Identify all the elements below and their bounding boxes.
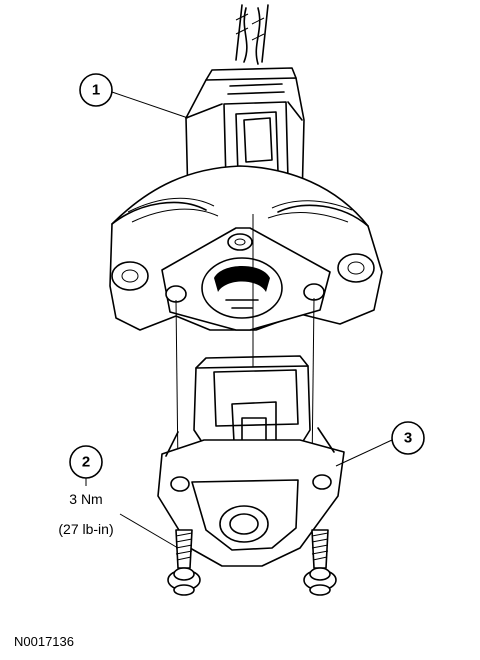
torque-spec-nm: 3 Nm	[69, 491, 102, 507]
bolt-left	[167, 529, 201, 596]
callout-3: 3	[335, 421, 425, 467]
torque-spec-lbin: (27 lb-in)	[58, 521, 113, 537]
valve-body	[109, 165, 383, 331]
callout-2: 2 3 Nm (27 lb-in)	[58, 445, 179, 549]
callout-2-number: 2	[82, 454, 90, 471]
sensor-module	[157, 355, 345, 567]
alignment-lines	[175, 214, 315, 471]
bolt-right	[303, 529, 337, 596]
figure-id: N0017136	[14, 634, 74, 649]
wiring-harness	[235, 4, 269, 65]
callout-1: 1	[79, 73, 189, 119]
callout-3-number: 3	[404, 430, 412, 447]
callout-1-number: 1	[92, 82, 100, 99]
